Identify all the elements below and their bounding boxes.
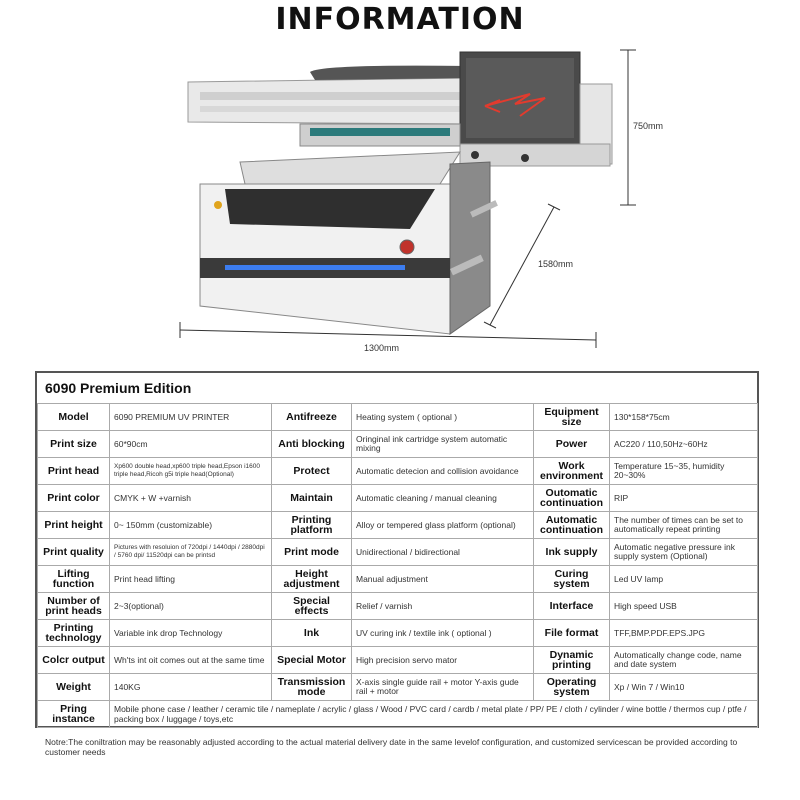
spec-value: 2~3(optional) bbox=[109, 592, 272, 620]
spec-label: Power bbox=[533, 430, 610, 458]
spec-value: CMYK + W +varnish bbox=[109, 484, 272, 512]
spec-value: Oringinal ink cartridge system automatic… bbox=[351, 430, 534, 458]
spec-value: Mobile phone case / leather / ceramic ti… bbox=[109, 700, 758, 728]
spec-label: Outomatic continuation bbox=[533, 484, 610, 512]
spec-label: Print size bbox=[37, 430, 110, 458]
spec-value: RIP bbox=[609, 484, 758, 512]
spec-label: Print quality bbox=[37, 538, 110, 566]
spec-label: Work environment bbox=[533, 457, 610, 485]
spec-value: Automatic negative pressure ink supply s… bbox=[609, 538, 758, 566]
spec-value: Led UV lamp bbox=[609, 565, 758, 593]
spec-label: Equipment size bbox=[533, 403, 610, 431]
spec-label: Maintain bbox=[271, 484, 352, 512]
width-dimension: 1300mm bbox=[364, 343, 400, 353]
spec-label: Interface bbox=[533, 592, 610, 620]
spec-value: Heating system ( optional ) bbox=[351, 403, 534, 431]
spec-label: Special Motor bbox=[271, 646, 352, 674]
spec-label: Special effects bbox=[271, 592, 352, 620]
spec-label: Protect bbox=[271, 457, 352, 485]
spec-label: Ink supply bbox=[533, 538, 610, 566]
spec-value: Wh'ts int oit comes out at the same time bbox=[109, 646, 272, 674]
spec-value: 60*90cm bbox=[109, 430, 272, 458]
spec-value: Variable ink drop Technology bbox=[109, 619, 272, 647]
spec-label: Print mode bbox=[271, 538, 352, 566]
spec-label: Ink bbox=[271, 619, 352, 647]
spec-label: Transmission mode bbox=[271, 673, 352, 701]
spec-value: Relief / varnish bbox=[351, 592, 534, 620]
spec-value: Xp / Win 7 / Win10 bbox=[609, 673, 758, 701]
height-dimension: 750mm bbox=[633, 121, 664, 131]
spec-value: Alloy or tempered glass platform (option… bbox=[351, 511, 534, 539]
spec-value: Automatic detecion and collision avoidan… bbox=[351, 457, 534, 485]
spec-heading: 6090 Premium Edition bbox=[45, 380, 192, 396]
dimension-lines bbox=[179, 49, 636, 348]
spec-value: Manual adjustment bbox=[351, 565, 534, 593]
spec-label: Automatic continuation bbox=[533, 511, 610, 539]
spec-label: Anti blocking bbox=[271, 430, 352, 458]
spec-value: 6090 PREMIUM UV PRINTER bbox=[109, 403, 272, 431]
spec-label: Printing platform bbox=[271, 511, 352, 539]
spec-value: AC220 / 110,50Hz~60Hz bbox=[609, 430, 758, 458]
spec-value: UV curing ink / textile ink ( optional ) bbox=[351, 619, 534, 647]
spec-label: Pring instance bbox=[37, 700, 110, 728]
spec-label: Operating system bbox=[533, 673, 610, 701]
spec-value: Xp600 double head,xp600 triple head,Epso… bbox=[109, 457, 272, 485]
spec-label: Weight bbox=[37, 673, 110, 701]
spec-label: Number of print heads bbox=[37, 592, 110, 620]
spec-value: Pictures with resoluion of 720dpi / 1440… bbox=[109, 538, 272, 566]
spec-value: High precision servo mator bbox=[351, 646, 534, 674]
spec-label: Print height bbox=[37, 511, 110, 539]
spec-value: Automatically change code, name and date… bbox=[609, 646, 758, 674]
spec-label: Colcr output bbox=[37, 646, 110, 674]
spec-label: File format bbox=[533, 619, 610, 647]
spec-label: Antifreeze bbox=[271, 403, 352, 431]
spec-label: Print head bbox=[37, 457, 110, 485]
spec-label: Model bbox=[37, 403, 110, 431]
spec-value: High speed USB bbox=[609, 592, 758, 620]
spec-value: Temperature 15~35, humidity 20~30% bbox=[609, 457, 758, 485]
footnote: Notre:The coniltration may be reasonably… bbox=[45, 737, 738, 757]
spec-value: Automatic cleaning / manual cleaning bbox=[351, 484, 534, 512]
depth-dimension: 1580mm bbox=[538, 259, 574, 269]
spec-label: Height adjustment bbox=[271, 565, 352, 593]
spec-value: The number of times can be set to automa… bbox=[609, 511, 758, 539]
spec-label: Printing technology bbox=[37, 619, 110, 647]
spec-label: Print color bbox=[37, 484, 110, 512]
spec-label: Curing system bbox=[533, 565, 610, 593]
spec-value: Print head lifting bbox=[109, 565, 272, 593]
spec-value: X-axis single guide rail + motor Y-axis … bbox=[351, 673, 534, 701]
spec-label: Lifting function bbox=[37, 565, 110, 593]
spec-value: TFF,BMP.PDF.EPS.JPG bbox=[609, 619, 758, 647]
spec-value: 0~ 150mm (customizable) bbox=[109, 511, 272, 539]
spec-value: 140KG bbox=[109, 673, 272, 701]
spec-label: Dynamic printing bbox=[533, 646, 610, 674]
spec-value: 130*158*75cm bbox=[609, 403, 758, 431]
spec-value: Unidirectional / bidirectional bbox=[351, 538, 534, 566]
uv-printer-illustration bbox=[187, 51, 613, 335]
page-title: INFORMATION bbox=[275, 2, 525, 37]
